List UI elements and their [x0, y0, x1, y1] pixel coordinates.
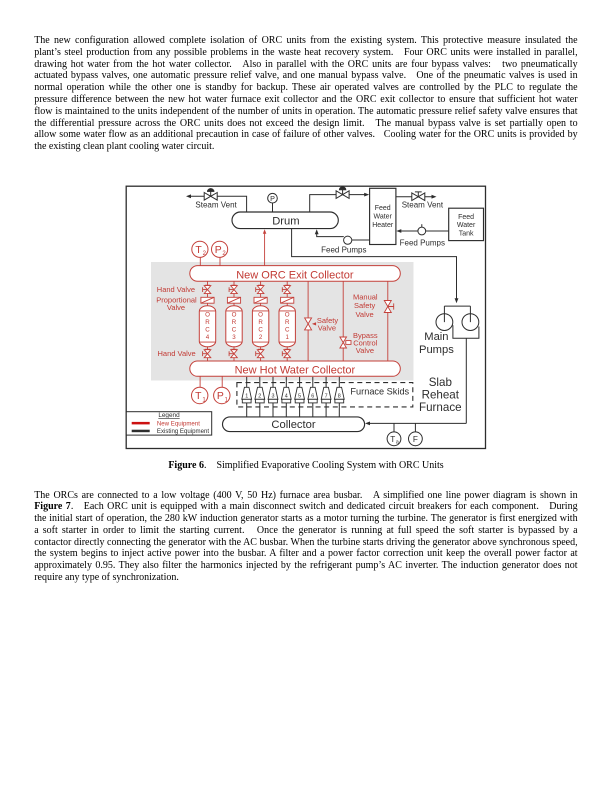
- svg-text:P: P: [217, 391, 224, 402]
- svg-text:1: 1: [202, 397, 206, 403]
- svg-text:New Hot Water Collector: New Hot Water Collector: [235, 364, 356, 376]
- svg-text:7: 7: [325, 393, 328, 399]
- svg-text:Water: Water: [373, 214, 392, 221]
- svg-text:P: P: [215, 245, 222, 256]
- svg-text:R: R: [205, 319, 210, 326]
- svg-text:4: 4: [206, 334, 210, 341]
- svg-text:C: C: [205, 327, 210, 334]
- svg-text:Drum: Drum: [272, 215, 299, 227]
- svg-text:O: O: [232, 312, 237, 319]
- svg-text:Hand Valve: Hand Valve: [157, 285, 195, 294]
- svg-text:8: 8: [338, 393, 341, 399]
- svg-text:Main: Main: [424, 331, 448, 343]
- svg-text:Safety: Safety: [317, 316, 339, 325]
- svg-text:C: C: [285, 327, 290, 334]
- svg-text:5: 5: [298, 393, 301, 399]
- svg-text:6: 6: [311, 393, 314, 399]
- svg-text:2: 2: [222, 251, 226, 257]
- svg-text:Steam Vent: Steam Vent: [195, 200, 237, 209]
- svg-text:T: T: [195, 391, 202, 402]
- svg-text:Reheat: Reheat: [422, 388, 460, 401]
- svg-text:Valve: Valve: [355, 310, 373, 319]
- svg-text:Hand Valve: Hand Valve: [157, 349, 195, 358]
- svg-text:3: 3: [232, 334, 236, 341]
- svg-text:F: F: [413, 435, 418, 444]
- svg-text:3: 3: [272, 393, 275, 399]
- svg-text:R: R: [232, 319, 237, 326]
- svg-text:4: 4: [285, 393, 288, 399]
- svg-text:C: C: [258, 327, 263, 334]
- svg-text:Heater: Heater: [372, 222, 394, 229]
- svg-text:O: O: [258, 312, 263, 319]
- svg-text:Feed: Feed: [375, 205, 391, 212]
- svg-text:Valve: Valve: [356, 346, 374, 355]
- svg-text:New ORC Exit Collector: New ORC Exit Collector: [236, 269, 354, 281]
- svg-text:Slab: Slab: [429, 376, 452, 389]
- svg-text:Feed: Feed: [458, 214, 474, 221]
- svg-text:Manual: Manual: [353, 292, 378, 301]
- svg-text:1: 1: [285, 334, 289, 341]
- svg-text:P: P: [270, 194, 275, 203]
- svg-text:Tank: Tank: [459, 231, 474, 238]
- svg-text:1: 1: [225, 397, 229, 403]
- svg-text:Furnace Skids: Furnace Skids: [350, 387, 409, 397]
- svg-text:New Equipment: New Equipment: [157, 420, 200, 427]
- svg-text:Valve: Valve: [318, 323, 336, 332]
- svg-text:Proportional: Proportional: [156, 295, 197, 304]
- svg-text:a: a: [396, 440, 399, 446]
- svg-text:Existing Equipment: Existing Equipment: [157, 428, 209, 435]
- svg-text:Legend: Legend: [158, 412, 180, 419]
- svg-text:Steam Vent: Steam Vent: [402, 200, 444, 209]
- svg-text:1: 1: [245, 393, 248, 399]
- svg-text:C: C: [232, 327, 237, 334]
- svg-text:2: 2: [259, 334, 263, 341]
- svg-text:Control: Control: [353, 339, 378, 348]
- svg-text:Feed Pumps: Feed Pumps: [400, 238, 445, 247]
- svg-text:O: O: [205, 312, 210, 319]
- svg-text:R: R: [258, 319, 263, 326]
- svg-text:Collector: Collector: [271, 419, 315, 431]
- svg-text:T: T: [195, 245, 202, 256]
- svg-text:Water: Water: [457, 222, 476, 229]
- svg-text:2: 2: [258, 393, 261, 399]
- svg-text:O: O: [285, 312, 290, 319]
- svg-text:T: T: [390, 435, 395, 444]
- svg-text:R: R: [285, 319, 290, 326]
- svg-text:2: 2: [203, 251, 207, 257]
- svg-text:Safety: Safety: [354, 301, 376, 310]
- svg-text:Bypass: Bypass: [353, 331, 378, 340]
- svg-text:Valve: Valve: [167, 303, 185, 312]
- svg-text:Furnace: Furnace: [419, 401, 462, 414]
- svg-text:Pumps: Pumps: [419, 344, 454, 356]
- svg-text:Feed Pumps: Feed Pumps: [321, 246, 366, 255]
